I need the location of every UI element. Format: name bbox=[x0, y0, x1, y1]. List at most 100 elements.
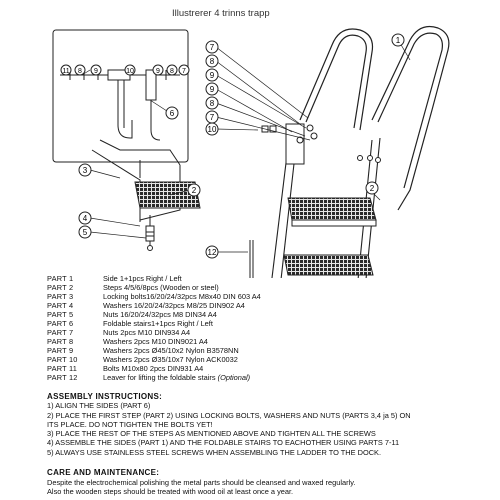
callout-1: 1 bbox=[391, 33, 405, 47]
leaver bbox=[249, 240, 254, 278]
part-row: PART 12 Leaver for lifting the foldable s… bbox=[47, 373, 250, 382]
svg-text:8: 8 bbox=[170, 68, 174, 75]
callout-10-a: 10 bbox=[205, 122, 219, 136]
part-description: Nuts 2pcs M10 DIN934 A4 bbox=[103, 328, 191, 337]
ladder-steps bbox=[283, 197, 377, 276]
svg-text:2: 2 bbox=[370, 184, 375, 193]
part-label: PART 7 bbox=[47, 328, 74, 337]
assembly-step: 1) ALIGN THE SIDES (PART 6) bbox=[47, 401, 151, 411]
part-row: PART 5 Nuts 16/20/24/32pcs M8 DIN34 A4 bbox=[47, 310, 217, 319]
step-detail bbox=[91, 139, 201, 245]
part-label: PART 4 bbox=[47, 301, 74, 310]
ladder-sides bbox=[271, 127, 381, 278]
callout-2-a: 2 bbox=[187, 183, 201, 197]
part-label: PART 11 bbox=[47, 364, 78, 373]
part-row: PART 6 Foldable stairs1+1pcs Right / Left bbox=[47, 319, 213, 328]
callout-8-top-b: 8 bbox=[166, 64, 178, 76]
part-row: PART 2 Steps 4/5/6/8pcs (Wooden or steel) bbox=[47, 283, 219, 292]
svg-text:7: 7 bbox=[210, 43, 215, 52]
svg-text:9: 9 bbox=[94, 68, 98, 75]
part-description: Bolts M10x80 2pcs DIN931 A4 bbox=[103, 364, 204, 373]
part-label: PART 5 bbox=[47, 310, 74, 319]
part-description: Foldable stairs1+1pcs Right / Left bbox=[103, 319, 213, 328]
svg-text:4: 4 bbox=[83, 214, 88, 223]
svg-text:5: 5 bbox=[83, 228, 88, 237]
part-label: PART 10 bbox=[47, 355, 78, 364]
svg-text:12: 12 bbox=[208, 248, 217, 257]
care-line: Despite the electrochemical polishing th… bbox=[47, 477, 356, 487]
callout-3: 3 bbox=[78, 163, 92, 177]
callout-7-b: 7 bbox=[205, 110, 219, 124]
care-maintenance: CARE AND MAINTENANCE: Despite the electr… bbox=[47, 468, 497, 497]
part-row: PART 1 Side 1+1pcs Right / Left bbox=[47, 274, 182, 283]
assembly-step: 5) ALWAYS USE STAINLESS STEEL SCREWS WHE… bbox=[47, 447, 382, 457]
callout-8-b: 8 bbox=[205, 96, 219, 110]
callout-6-a: 6 bbox=[165, 106, 179, 120]
svg-text:1: 1 bbox=[396, 36, 401, 45]
part-description: Washers 2pcs M10 DIN9021 A4 bbox=[103, 337, 208, 346]
part-label: PART 12 bbox=[47, 373, 78, 382]
part-optional-note: (Optional) bbox=[217, 373, 251, 382]
callout-9-top-b: 9 bbox=[152, 64, 164, 76]
detail-bolts bbox=[145, 231, 155, 251]
part-description: Side 1+1pcs Right / Left bbox=[103, 274, 182, 283]
callout-10-top: 10 bbox=[124, 64, 136, 76]
part-row: PART 7 Nuts 2pcs M10 DIN934 A4 bbox=[47, 328, 190, 337]
svg-text:2: 2 bbox=[192, 186, 197, 195]
svg-text:9: 9 bbox=[156, 68, 160, 75]
part-row: PART 10 Washers 2pcs Ø35/10x7 Nylon ACK00… bbox=[47, 355, 238, 364]
ladder-assembly-diagram: 7 8 9 9 8 7 10 1 6 3 4 5 2 2 12 11 8 9 1… bbox=[52, 25, 450, 278]
part-label: PART 2 bbox=[47, 283, 74, 292]
care-line: Also the wooden steps should be treated … bbox=[47, 487, 294, 497]
svg-text:7: 7 bbox=[210, 113, 215, 122]
callout-9-a: 9 bbox=[205, 68, 219, 82]
assembly-step: 2) PLACE THE FIRST STEP (PART 2) USING L… bbox=[47, 410, 411, 420]
assembly-step: ITS PLACE. DO NOT TIGHTEN THE BOLTS YET! bbox=[47, 419, 213, 429]
leader-lines bbox=[81, 42, 411, 253]
part-description: Washers 16/20/24/32pcs M8/25 DIN902 A4 bbox=[103, 301, 245, 310]
part-label: PART 1 bbox=[47, 274, 74, 283]
svg-text:8: 8 bbox=[210, 99, 215, 108]
callout-2-b: 2 bbox=[365, 181, 379, 195]
handrails bbox=[299, 25, 450, 211]
part-label: PART 9 bbox=[47, 346, 74, 355]
callout-9-top: 9 bbox=[90, 64, 102, 76]
assembly-instructions: ASSEMBLY INSTRUCTIONS: 1) ALIGN THE SIDE… bbox=[47, 392, 487, 457]
part-description: Nuts 16/20/24/32pcs M8 DIN34 A4 bbox=[103, 310, 217, 319]
part-description: Washers 2pcs Ø45/10x2 Nylon B3578NN bbox=[103, 346, 239, 355]
part-description: Steps 4/5/6/8pcs (Wooden or steel) bbox=[103, 283, 219, 292]
assembly-heading: ASSEMBLY INSTRUCTIONS: bbox=[47, 392, 163, 401]
svg-text:10: 10 bbox=[208, 125, 217, 134]
part-description: Washers 2pcs Ø35/10x7 Nylon ACK0032 bbox=[103, 355, 238, 364]
svg-text:10: 10 bbox=[126, 68, 134, 75]
svg-text:6: 6 bbox=[170, 109, 175, 118]
diagram-caption: Illustrerer 4 trinns trapp bbox=[172, 8, 270, 19]
part-row: PART 4 Washers 16/20/24/32pcs M8/25 DIN90… bbox=[47, 301, 245, 310]
callout-11-top: 11 bbox=[60, 64, 72, 76]
svg-text:7: 7 bbox=[182, 68, 186, 75]
callout-7-top: 7 bbox=[178, 64, 190, 76]
part-label: PART 6 bbox=[47, 319, 74, 328]
part-description: Leaver for lifting the foldable stairs bbox=[103, 373, 216, 382]
part-label: PART 8 bbox=[47, 337, 74, 346]
callout-8-a: 8 bbox=[205, 54, 219, 68]
callout-7-a: 7 bbox=[205, 40, 219, 54]
callouts: 7 8 9 9 8 7 10 1 6 3 4 5 2 2 12 11 8 9 1… bbox=[60, 33, 405, 259]
hinge-hardware bbox=[261, 123, 381, 165]
part-label: PART 3 bbox=[47, 292, 74, 301]
svg-text:9: 9 bbox=[210, 85, 215, 94]
care-heading: CARE AND MAINTENANCE: bbox=[47, 468, 160, 477]
assembly-step: 4) ASSEMBLE THE SIDES (PART 1) AND THE F… bbox=[47, 438, 400, 448]
callout-12: 12 bbox=[205, 245, 219, 259]
part-row: PART 9 Washers 2pcs Ø45/10x2 Nylon B3578N… bbox=[47, 346, 239, 355]
callout-9-b: 9 bbox=[205, 82, 219, 96]
callout-8-top: 8 bbox=[74, 64, 86, 76]
assembly-step: 3) PLACE THE REST OF THE STEPS AS MENTIO… bbox=[47, 429, 376, 439]
callout-4: 4 bbox=[78, 211, 92, 225]
callout-5: 5 bbox=[78, 225, 92, 239]
svg-text:8: 8 bbox=[210, 57, 215, 66]
svg-text:9: 9 bbox=[210, 71, 215, 80]
part-row: PART 11 Bolts M10x80 2pcs DIN931 A4 bbox=[47, 364, 203, 373]
svg-text:11: 11 bbox=[62, 68, 69, 75]
